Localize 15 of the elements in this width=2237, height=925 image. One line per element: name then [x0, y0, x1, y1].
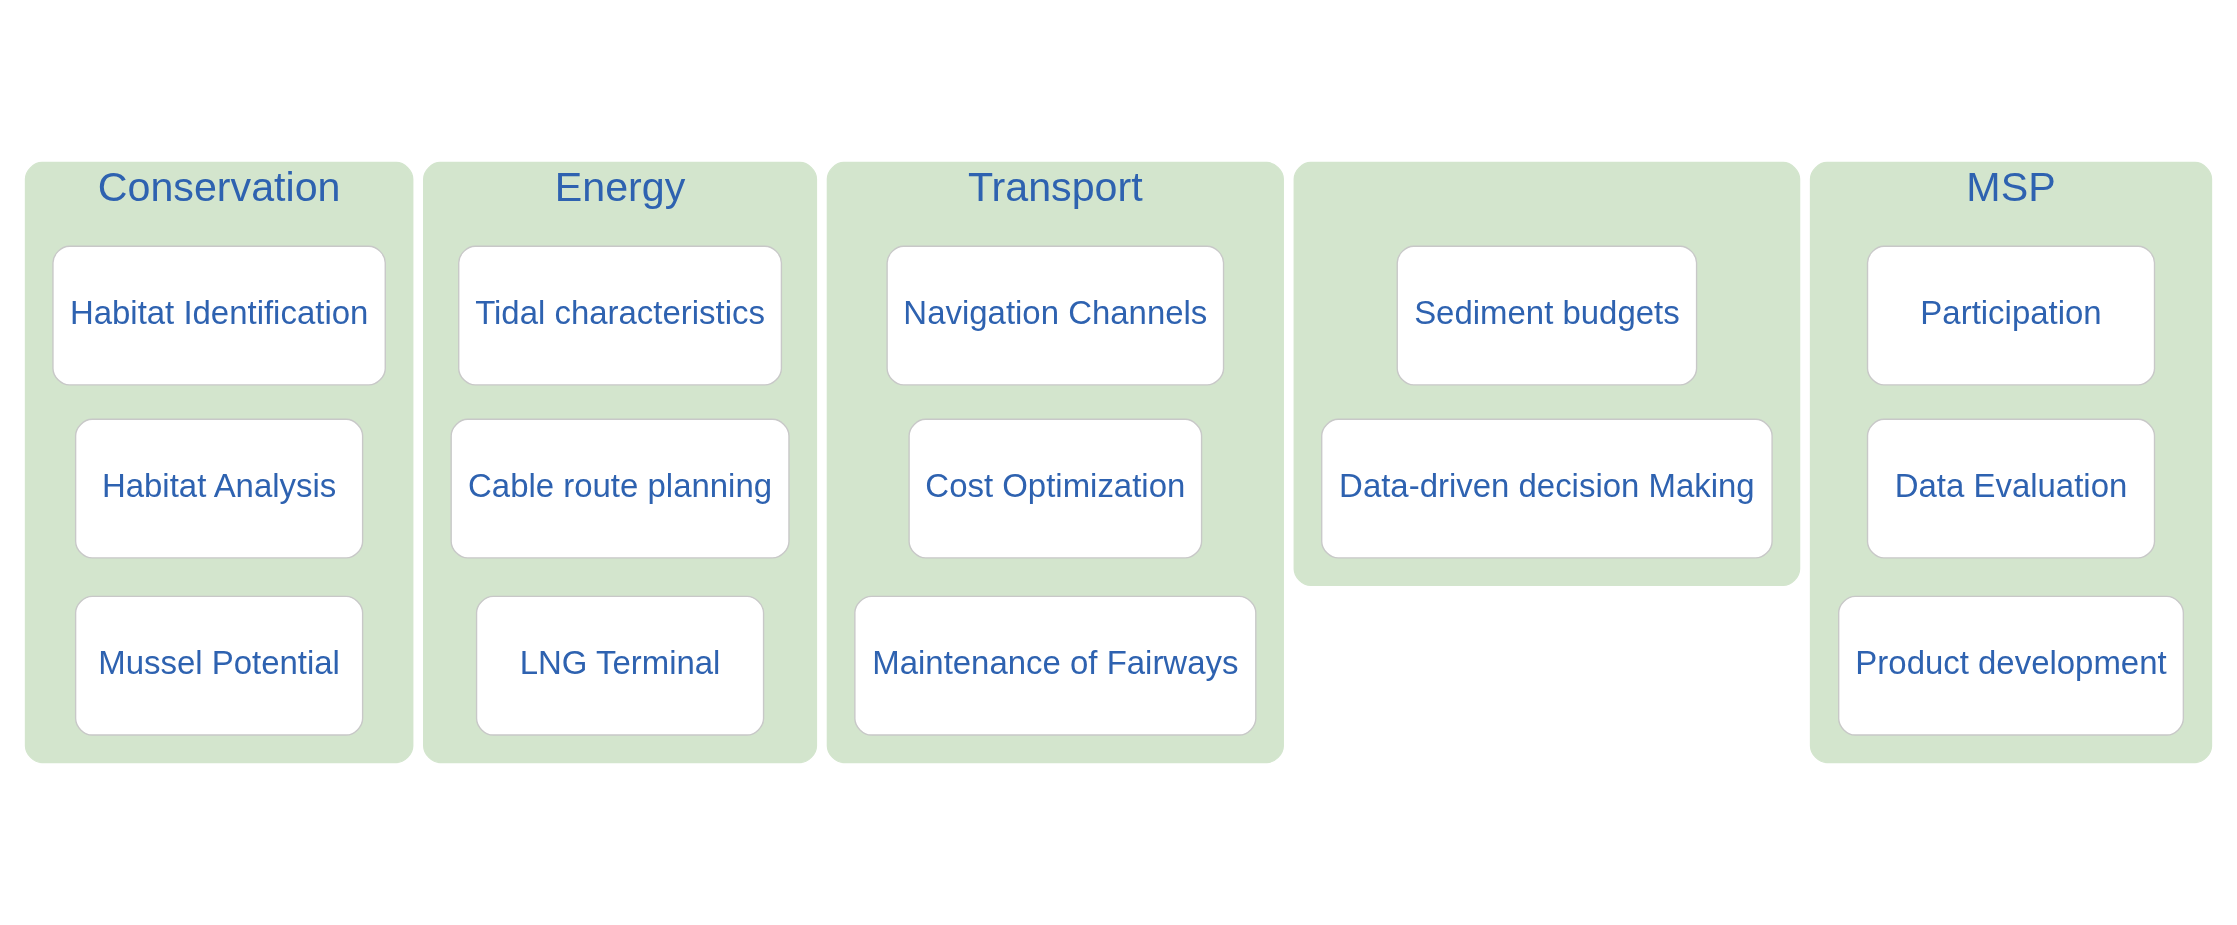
node-box: Navigation Channels: [886, 245, 1225, 386]
cluster: [1293, 161, 1801, 587]
node-box: Tidal characteristics: [458, 245, 783, 386]
node-box: Habitat Analysis: [74, 418, 364, 559]
node-box: Cost Optimization: [908, 418, 1203, 559]
node-box: Habitat Identification: [52, 245, 386, 386]
node-box: LNG Terminal: [475, 595, 765, 736]
node-box: Mussel Potential: [74, 595, 364, 736]
node-box: Data-driven decision Making: [1321, 418, 1773, 559]
node-box: Maintenance of Fairways: [854, 595, 1257, 736]
node-box: Cable route planning: [450, 418, 790, 559]
node-box: Sediment budgets: [1396, 245, 1698, 386]
node-box: Product development: [1838, 595, 2185, 736]
node-box: Data Evaluation: [1866, 418, 2156, 559]
node-box: Participation: [1866, 245, 2156, 386]
